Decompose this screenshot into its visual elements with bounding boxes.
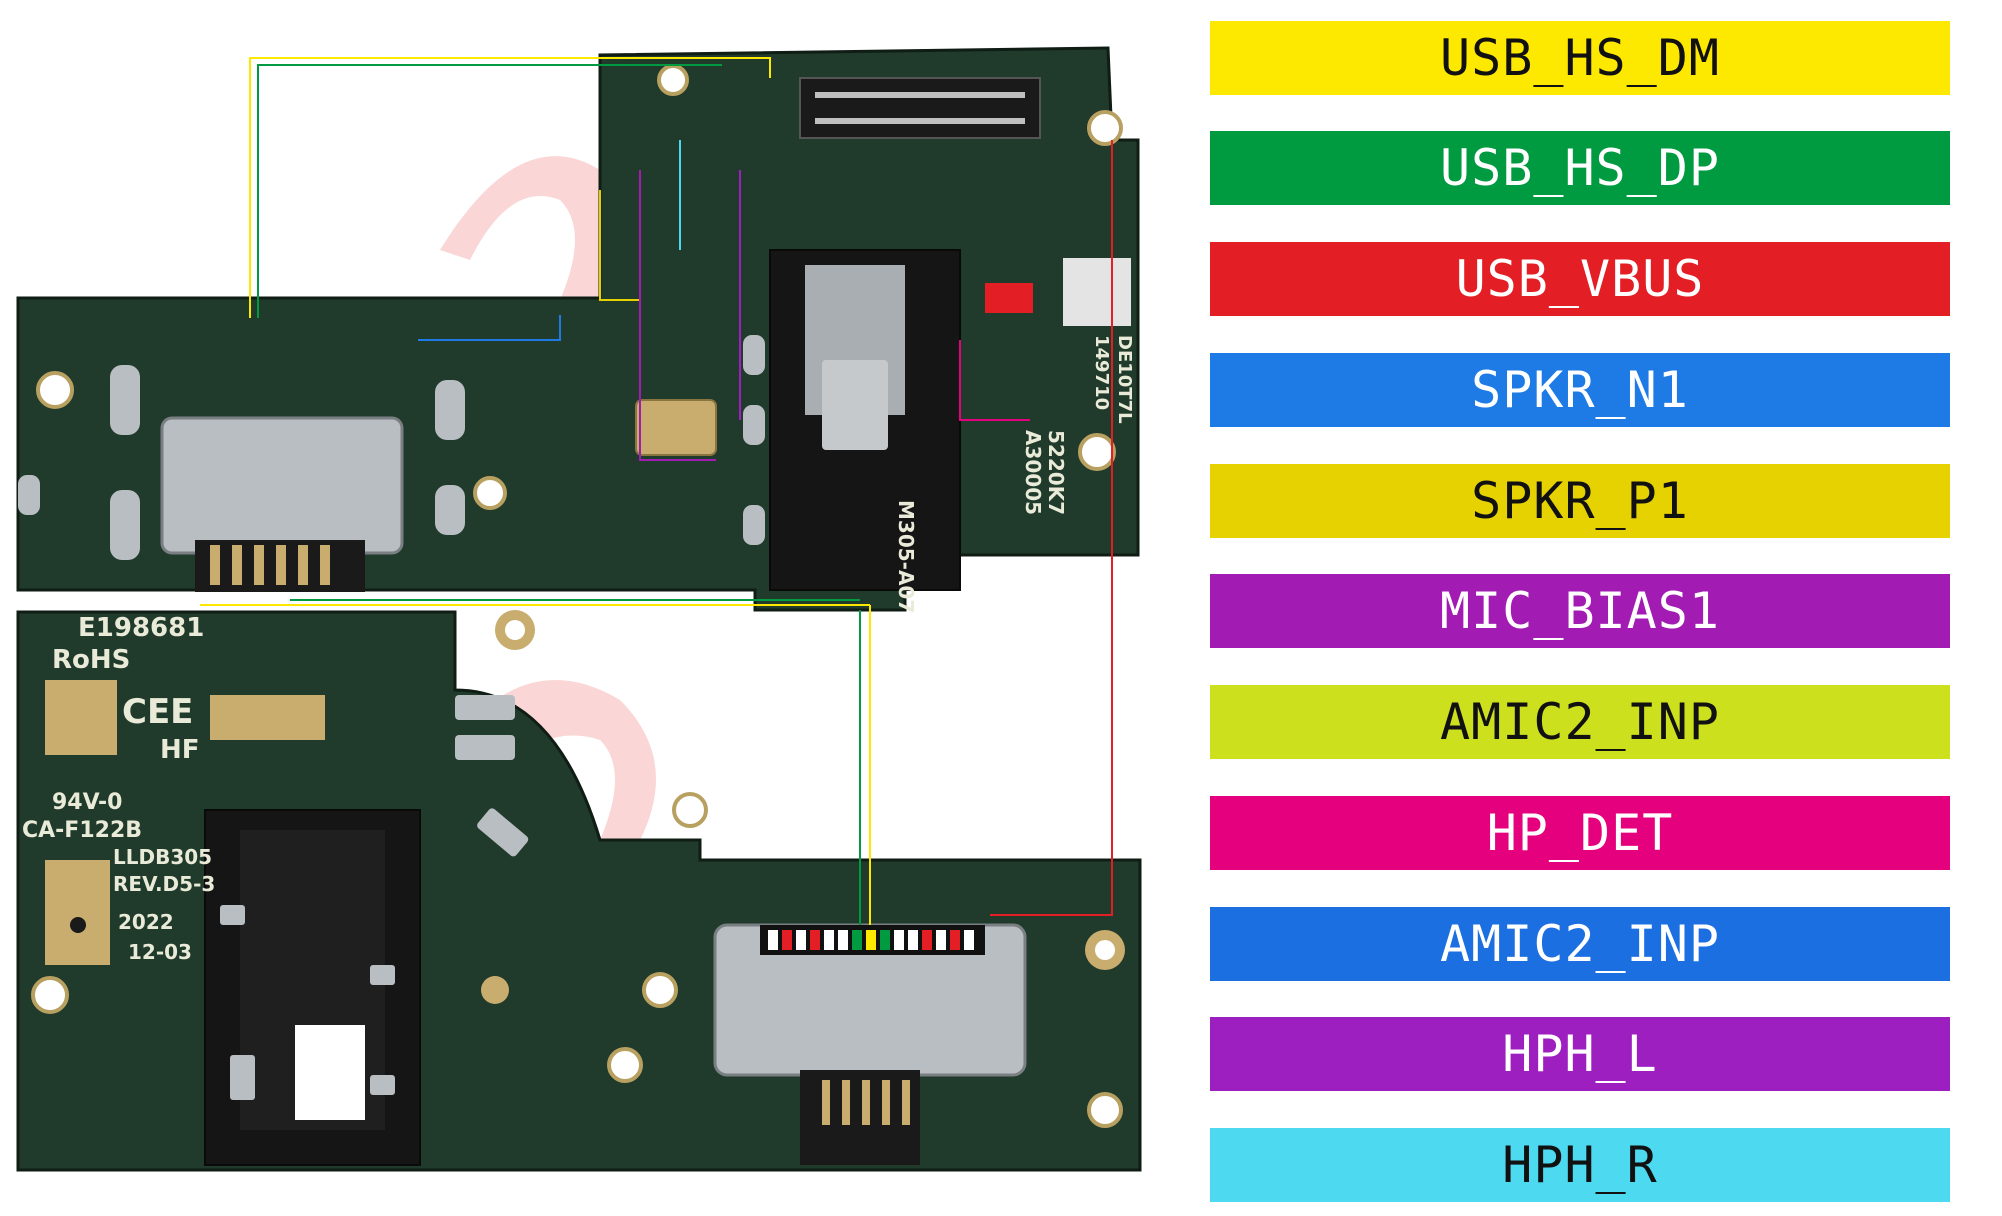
pcb-id: LLDB305 [113, 845, 213, 869]
batch-code: 149710 [1091, 335, 1112, 411]
legend-label: AMIC2_INP [1440, 693, 1720, 751]
legend-item-amic2-inp: AMIC2_INP [1210, 685, 1950, 759]
legend-item-usb-hs-dp: USB_HS_DP [1210, 131, 1950, 205]
cert-number: E198681 [78, 613, 205, 643]
net-traces-top [249, 57, 1113, 555]
flame-rating: 94V-0 [52, 790, 123, 815]
legend-item-amic2-inp-2: AMIC2_INP [1210, 907, 1950, 981]
legend-label: USB_HS_DP [1440, 139, 1720, 197]
top-board [16, 46, 1140, 612]
btb-connector [799, 77, 1041, 139]
pcb-revision: REV.D5-3 [113, 872, 216, 896]
legend-label: USB_VBUS [1455, 250, 1705, 308]
legend-item-usb-hs-dm: USB_HS_DM [1210, 21, 1950, 95]
usb-c-port-top [160, 416, 404, 555]
test-pad-left [45, 860, 110, 965]
legend-item-spkr-p1: SPKR_P1 [1210, 464, 1950, 538]
pcb-diagram [16, 46, 1142, 1172]
legend-label: USB_HS_DM [1440, 29, 1720, 87]
legend-label: HPH_R [1502, 1136, 1658, 1194]
pcb-date: 12-03 [128, 940, 192, 964]
legend-label: HPH_L [1502, 1025, 1658, 1083]
ul-code: CA-F122B [22, 818, 143, 843]
pcb-photo-area: E198681 RoHS CEE HF 94V-0 CA-F122B LLDB3… [16, 46, 1142, 1172]
bottom-board [16, 555, 1142, 1172]
ce-mark: CEE [122, 692, 194, 732]
pcb-year: 2022 [118, 910, 174, 934]
usb-pin-row [760, 925, 985, 955]
rohs-mark: RoHS [52, 645, 131, 675]
dat-code: DE10T7L [1114, 335, 1135, 424]
hf-mark: HF [160, 735, 200, 765]
microphone-component [635, 399, 717, 456]
net-traces-bottom [200, 555, 1113, 925]
legend-item-hph-r: HPH_R [1210, 1128, 1950, 1202]
code-a30005: A30005 [1021, 430, 1045, 516]
legend-label: AMIC2_INP [1440, 915, 1720, 973]
ce-pad [45, 680, 117, 755]
legend-label: SPKR_N1 [1471, 361, 1689, 419]
legend-label: MIC_BIAS1 [1440, 582, 1720, 640]
model-code-5220k7: 5220K7 [1044, 430, 1068, 516]
model-code-m305: M305-A07 [894, 500, 918, 614]
legend-item-mic-bias1: MIC_BIAS1 [1210, 574, 1950, 648]
legend-item-usb-vbus: USB_VBUS [1210, 242, 1950, 316]
hf-pad [210, 695, 325, 740]
legend-label: HP_DET [1486, 804, 1674, 862]
legend-label: SPKR_P1 [1471, 472, 1689, 530]
legend-item-hph-l: HPH_L [1210, 1017, 1950, 1091]
legend-item-hp-det: HP_DET [1210, 796, 1950, 870]
legend-item-spkr-n1: SPKR_N1 [1210, 353, 1950, 427]
